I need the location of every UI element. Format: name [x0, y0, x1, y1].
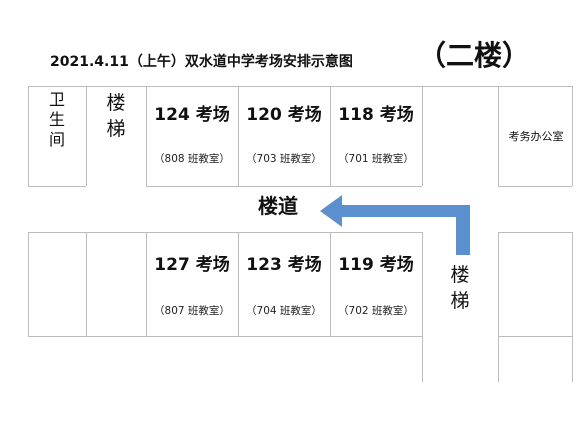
page-title: 2021.4.11（上午）双水道中学考场安排示意图	[50, 54, 353, 70]
room-127: 127 考场 （807 班教室）	[154, 255, 230, 317]
room-118: 118 考场 （701 班教室）	[338, 105, 414, 165]
room-124: 124 考场 （808 班教室）	[154, 105, 230, 165]
direction-arrow-icon	[320, 195, 470, 255]
floor-label: （二楼）	[418, 39, 531, 72]
room-120: 120 考场 （703 班教室）	[246, 105, 322, 165]
restroom-label: 卫 生 间	[48, 90, 65, 149]
stairs-right-label: 楼 梯	[450, 264, 470, 312]
room-119: 119 考场 （702 班教室）	[338, 255, 414, 317]
corridor-label: 楼道	[258, 194, 298, 218]
room-123: 123 考场 （704 班教室）	[246, 255, 322, 317]
exam-office-label: 考务办公室	[508, 130, 564, 143]
stairs-left-label: 楼 梯	[106, 92, 126, 140]
